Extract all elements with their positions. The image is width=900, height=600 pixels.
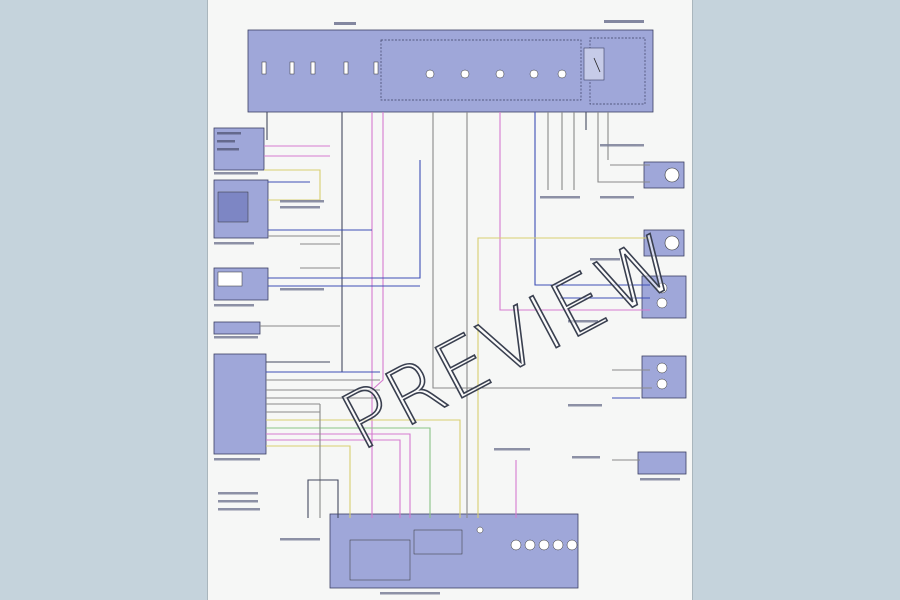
mirror-motor bbox=[217, 191, 249, 223]
fuse-row bbox=[261, 61, 567, 79]
right-lamp-stack bbox=[637, 161, 687, 475]
body-control-module bbox=[213, 353, 267, 455]
fine-print-labels bbox=[214, 20, 680, 595]
fuse-relay-box bbox=[247, 29, 654, 113]
sensor-element bbox=[217, 271, 243, 287]
wire-harness bbox=[260, 112, 652, 518]
connector-block bbox=[213, 321, 261, 335]
instrument-panel-module bbox=[329, 513, 579, 589]
